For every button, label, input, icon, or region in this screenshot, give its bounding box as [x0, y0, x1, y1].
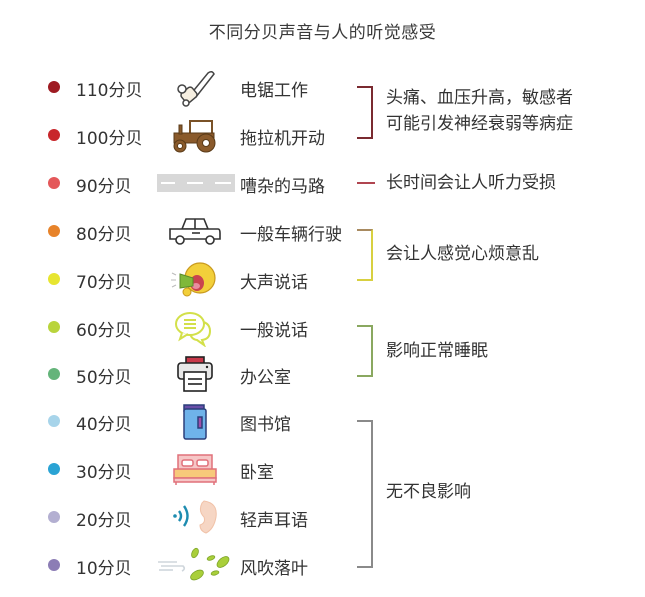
level-dot: [48, 415, 60, 427]
list-item: 60分贝 一般说话: [0, 307, 360, 348]
effect-40-10: 无不良影响: [386, 482, 471, 502]
decibel-label: 30分贝: [76, 463, 132, 483]
sound-source-label: 拖拉机开动: [240, 129, 325, 149]
book-icon: [160, 401, 230, 441]
decibel-label: 80分贝: [76, 225, 132, 245]
level-dot: [48, 321, 60, 333]
level-dot: [48, 511, 60, 523]
level-dot: [48, 368, 60, 380]
decibel-label: 110分贝: [76, 81, 143, 101]
bracket-110-100: [357, 86, 373, 139]
bracket-80-70: [357, 229, 373, 281]
level-dot: [48, 225, 60, 237]
effect-90: 长时间会让人听力受损: [386, 173, 556, 193]
list-item: 10分贝 风吹落叶: [0, 545, 360, 585]
list-item: 90分贝 嘈杂的马路: [0, 163, 360, 203]
sound-source-label: 办公室: [240, 368, 291, 388]
shouting-face-icon: [160, 259, 230, 299]
level-dot: [48, 81, 60, 93]
effect-60-50: 影响正常睡眠: [386, 341, 488, 361]
decibel-label: 20分贝: [76, 511, 132, 531]
tractor-icon: [160, 115, 230, 155]
decibel-label: 10分贝: [76, 559, 132, 579]
sound-source-label: 图书馆: [240, 415, 291, 435]
sound-source-label: 风吹落叶: [240, 559, 308, 579]
whisper-ear-icon: [160, 497, 230, 537]
car-icon: [160, 211, 230, 251]
chat-bubble-icon: [160, 307, 230, 348]
effect-text-line1: 头痛、血压升高，敏感者: [386, 88, 573, 108]
effect-text-line2: 可能引发神经衰弱等病症: [386, 114, 573, 134]
bed-icon: [160, 449, 230, 489]
decibel-label: 90分贝: [76, 177, 132, 197]
list-item: 100分贝 拖拉机开动: [0, 115, 360, 155]
decibel-label: 50分贝: [76, 368, 132, 388]
sound-source-label: 一般说话: [240, 321, 308, 341]
list-item: 80分贝 一般车辆行驶: [0, 211, 360, 251]
sound-source-label: 嘈杂的马路: [240, 177, 325, 197]
bracket-60-50: [357, 325, 373, 377]
road-icon: [157, 163, 235, 203]
effect-80-70: 会让人感觉心烦意乱: [386, 244, 539, 264]
sound-source-label: 卧室: [240, 463, 274, 483]
list-item: 70分贝 大声说话: [0, 259, 360, 299]
decibel-label: 60分贝: [76, 321, 132, 341]
level-dot: [48, 273, 60, 285]
chainsaw-icon: [160, 67, 230, 107]
page-title: 不同分贝声音与人的听觉感受: [208, 23, 437, 43]
effect-110-100: 头痛、血压升高，敏感者 可能引发神经衰弱等病症: [386, 85, 573, 137]
printer-icon: [160, 354, 230, 394]
wind-leaves-icon: [155, 545, 235, 585]
list-item: 110分贝 电锯工作: [0, 67, 360, 107]
decibel-label: 70分贝: [76, 273, 132, 293]
bracket-40-10: [357, 420, 373, 568]
list-item: 50分贝 办公室: [0, 354, 360, 394]
list-item: 30分贝 卧室: [0, 449, 360, 489]
list-item: 20分贝 轻声耳语: [0, 497, 360, 537]
list-item: 40分贝 图书馆: [0, 401, 360, 441]
sound-source-label: 一般车辆行驶: [240, 225, 342, 245]
decibel-label: 40分贝: [76, 415, 132, 435]
level-dot: [48, 177, 60, 189]
decibel-label: 100分贝: [76, 129, 143, 149]
level-dot: [48, 129, 60, 141]
level-dot: [48, 559, 60, 571]
line-90: [357, 182, 375, 184]
sound-source-label: 轻声耳语: [240, 511, 308, 531]
level-dot: [48, 463, 60, 475]
sound-source-label: 大声说话: [240, 273, 308, 293]
sound-source-label: 电锯工作: [240, 81, 308, 101]
